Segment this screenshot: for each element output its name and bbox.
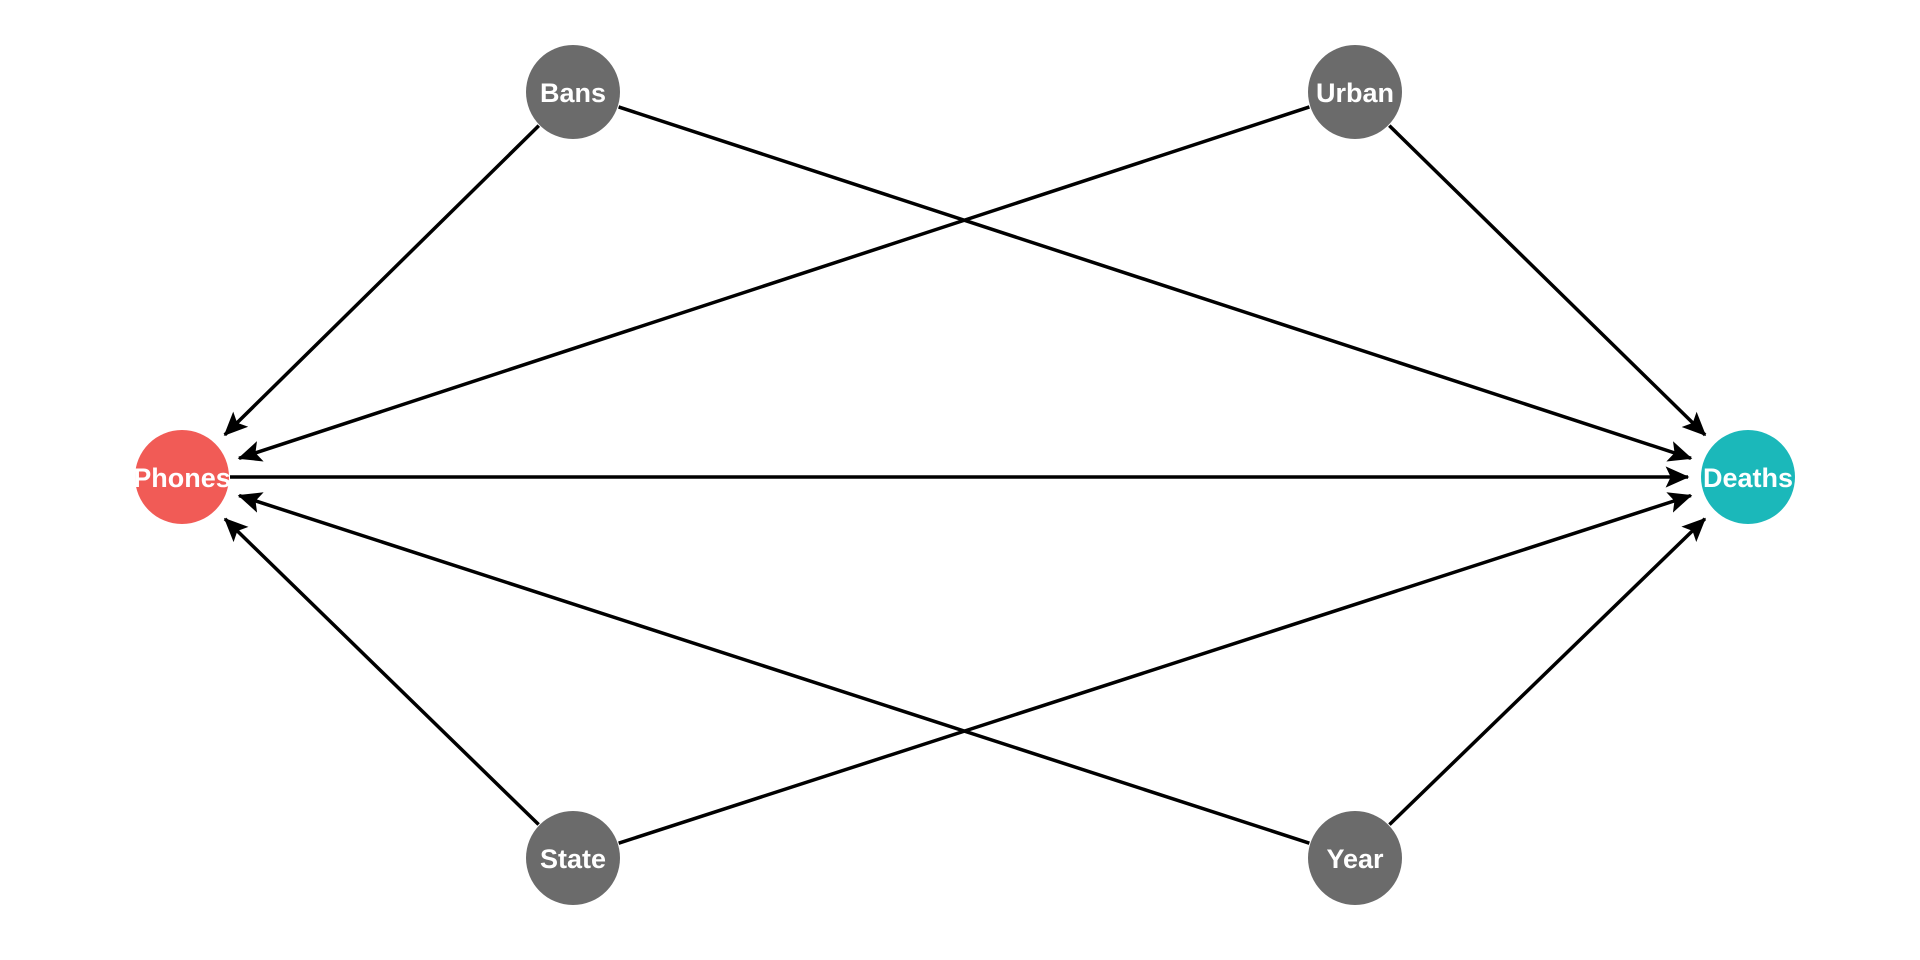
node-state[interactable]: State: [526, 811, 620, 905]
node-circle-year[interactable]: [1308, 811, 1402, 905]
edge-urban-to-deaths: [1388, 124, 1707, 437]
edges-layer: [223, 105, 1707, 845]
node-circle-phones[interactable]: [135, 430, 229, 524]
edge-state-to-phones: [223, 517, 540, 826]
edge-year-to-deaths: [1388, 517, 1707, 826]
edge-urban-to-phones: [237, 105, 1310, 462]
node-urban[interactable]: Urban: [1308, 45, 1402, 139]
edge-state-to-deaths: [618, 492, 1693, 845]
node-phones[interactable]: Phones: [133, 430, 231, 524]
edge-year-to-phones: [237, 492, 1310, 845]
edge-bans-to-phones: [223, 124, 541, 437]
node-circle-deaths[interactable]: [1701, 430, 1795, 524]
node-year[interactable]: Year: [1308, 811, 1402, 905]
node-circle-state[interactable]: [526, 811, 620, 905]
node-deaths[interactable]: Deaths: [1701, 430, 1795, 524]
node-bans[interactable]: Bans: [526, 45, 620, 139]
node-circle-urban[interactable]: [1308, 45, 1402, 139]
edge-bans-to-deaths: [618, 105, 1693, 462]
node-circle-bans[interactable]: [526, 45, 620, 139]
